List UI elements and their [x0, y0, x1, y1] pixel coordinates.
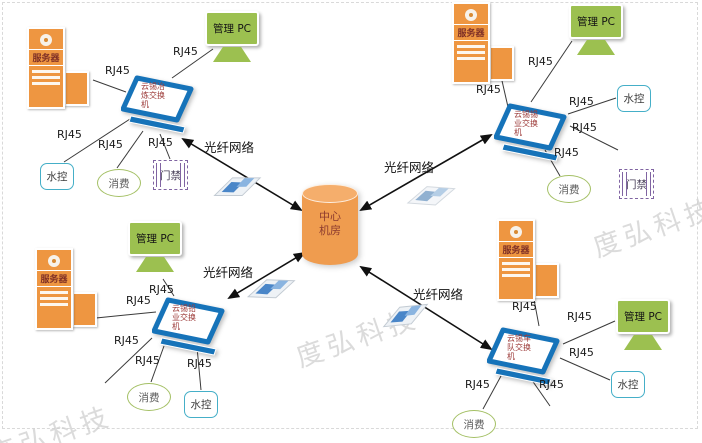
switch-label: 云锡冶炼交换机: [141, 82, 165, 110]
rj45-label: RJ45: [539, 378, 564, 391]
rj45-label: RJ45: [465, 378, 490, 391]
switch-shape-icon: [493, 103, 567, 162]
server-tower: 服务器: [497, 219, 535, 301]
rj45-label: RJ45: [173, 45, 198, 58]
water-control-label: 水控: [46, 171, 68, 183]
water-control-node: 水控: [617, 85, 651, 112]
pc-stand: [624, 335, 662, 350]
page-frame: [2, 2, 698, 429]
rj45-label: RJ45: [528, 55, 553, 68]
cylinder-top: [302, 184, 358, 203]
pc-screen-label: 管理 PC: [569, 4, 623, 39]
cd-drive-icon: [510, 226, 522, 238]
water-control-label: 水控: [623, 93, 645, 105]
server-label: 服务器: [499, 241, 533, 258]
rj45-label: RJ45: [512, 300, 537, 313]
switch-bottom-right: 云锡车队交换机: [486, 324, 567, 388]
water-control-label: 水控: [617, 379, 639, 391]
cd-drive-icon: [40, 34, 52, 46]
server-side-unit: [534, 263, 559, 298]
management-pc-icon: 管理 PC: [128, 221, 184, 279]
rj45-label: RJ45: [187, 357, 212, 370]
door-access-label: 门禁: [626, 178, 647, 191]
server-tower: 服务器: [35, 248, 73, 330]
rj45-label: RJ45: [148, 136, 173, 149]
server-icon: 服务器: [27, 27, 89, 111]
pc-stand: [213, 47, 251, 62]
consumption-node: 消费: [97, 169, 141, 197]
pc-screen-label: 管理 PC: [205, 11, 259, 46]
rj45-label: RJ45: [569, 95, 594, 108]
door-access-label: 门禁: [160, 169, 181, 182]
server-label: 服务器: [37, 270, 71, 287]
switch-top-left: 云锡冶炼交换机: [120, 72, 201, 136]
pc-screen-label: 管理 PC: [616, 299, 670, 334]
switch-shape-icon: [151, 297, 225, 356]
server-vents: [37, 287, 71, 306]
rj45-label: RJ45: [569, 346, 594, 359]
central-room-cylinder: 中心机房: [302, 184, 358, 274]
rj45-label: RJ45: [126, 294, 151, 307]
rj45-label: RJ45: [572, 121, 597, 134]
fiber-network-label: 光纤网络: [384, 160, 435, 175]
switch-label: 云锡铅业交换机: [172, 304, 196, 332]
fiber-network-label: 光纤网络: [204, 140, 255, 155]
switch-shape-icon: [120, 75, 194, 134]
consumption-label: 消费: [138, 391, 160, 404]
server-side-unit: [72, 292, 97, 327]
server-label: 服务器: [454, 24, 488, 41]
consumption-node: 消费: [547, 175, 591, 203]
rj45-label: RJ45: [57, 128, 82, 141]
server-tower: 服务器: [452, 2, 490, 84]
consumption-node: 消费: [127, 383, 171, 411]
server-side-unit: [489, 46, 514, 81]
consumption-label: 消费: [108, 177, 130, 190]
management-pc-icon: 管理 PC: [205, 11, 261, 69]
pc-screen-label: 管理 PC: [128, 221, 182, 256]
door-access-node: 门禁: [619, 169, 654, 199]
central-room-label: 中心机房: [319, 210, 341, 238]
pc-stand: [136, 257, 174, 272]
server-vents: [29, 66, 63, 85]
switch-bottom-left: 云锡铅业交换机: [151, 294, 232, 358]
server-side-unit: [64, 71, 89, 106]
server-vents: [499, 258, 533, 277]
rj45-label: RJ45: [554, 146, 579, 159]
rj45-label: RJ45: [135, 354, 160, 367]
switch-shape-icon: [486, 327, 560, 386]
water-control-label: 水控: [190, 399, 212, 411]
water-control-node: 水控: [184, 391, 218, 418]
rj45-label: RJ45: [476, 83, 501, 96]
consumption-node: 消费: [452, 410, 496, 438]
rj45-label: RJ45: [98, 138, 123, 151]
rj45-label: RJ45: [567, 310, 592, 323]
management-pc-icon: 管理 PC: [616, 299, 672, 357]
cd-drive-icon: [48, 255, 60, 267]
management-pc-icon: 管理 PC: [569, 4, 625, 62]
cd-drive-icon: [465, 9, 477, 21]
consumption-label: 消费: [463, 418, 485, 431]
server-icon: 服务器: [452, 2, 514, 86]
switch-label: 云锡锡业交换机: [514, 110, 538, 138]
server-label: 服务器: [29, 49, 63, 66]
rj45-label: RJ45: [114, 334, 139, 347]
server-icon: 服务器: [35, 248, 97, 332]
cylinder-body: [302, 193, 358, 265]
water-control-node: 水控: [611, 371, 645, 398]
door-access-node: 门禁: [153, 160, 188, 190]
server-tower: 服务器: [27, 27, 65, 109]
consumption-label: 消费: [558, 183, 580, 196]
rj45-label: RJ45: [149, 283, 174, 296]
pc-stand: [577, 40, 615, 55]
switch-label: 云锡车队交换机: [507, 334, 531, 362]
switch-top-right: 云锡锡业交换机: [493, 100, 574, 164]
water-control-node: 水控: [40, 163, 74, 190]
server-icon: 服务器: [497, 219, 559, 303]
rj45-label: RJ45: [105, 64, 130, 77]
server-vents: [454, 41, 488, 60]
